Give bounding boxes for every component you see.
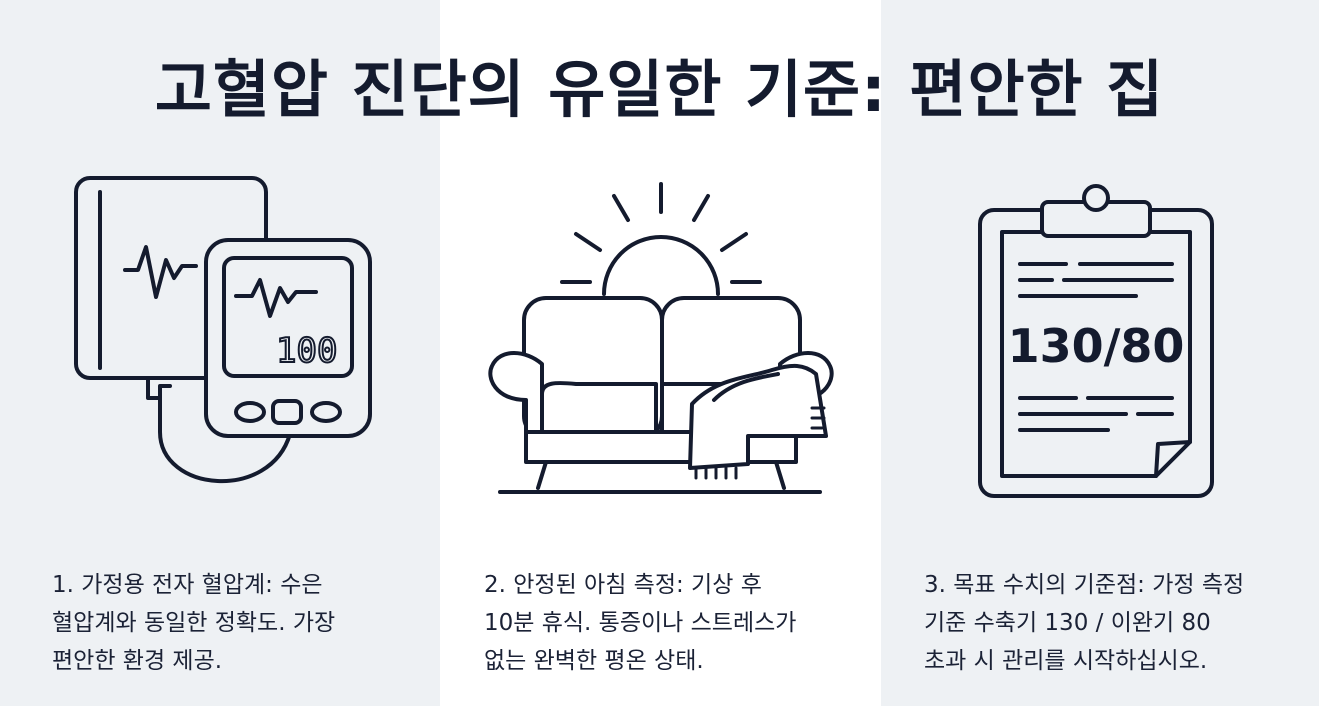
monitor-display-value: 100 [276, 331, 337, 371]
clipboard-icon: 130/80 [976, 176, 1216, 502]
sofa-sunrise-icon [486, 178, 836, 498]
caption-target-value: 3. 목표 수치의 기준점: 가정 측정 기준 수축기 130 / 이완기 80… [924, 572, 1245, 674]
page-title: 고혈압 진단의 유일한 기준: 편안한 집 [154, 53, 1165, 126]
clipboard-target-value: 130/80 [1008, 319, 1185, 373]
blood-pressure-monitor-icon: 100 [70, 172, 380, 502]
caption-home-monitor: 1. 가정용 전자 혈압계: 수은 혈압계와 동일한 정확도. 가장 편안한 환… [52, 572, 336, 674]
caption-morning-measurement: 2. 안정된 아침 측정: 기상 후 10분 휴식. 통증이나 스트레스가 없는… [484, 572, 797, 674]
